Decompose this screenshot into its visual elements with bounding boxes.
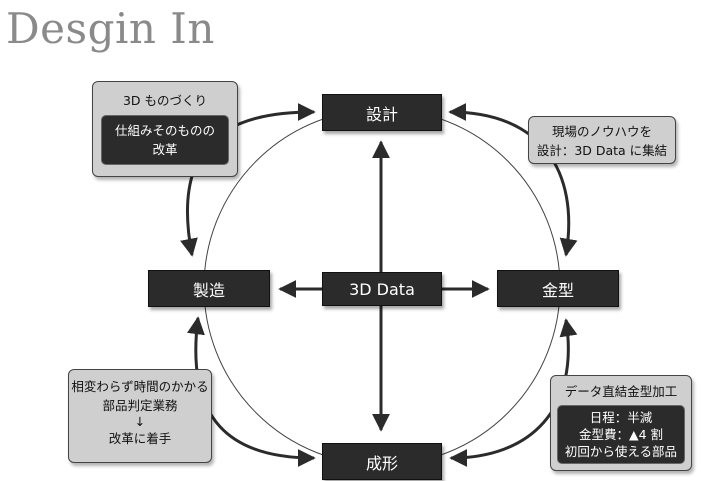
callout-line: 仕組みそのものの: [114, 123, 215, 138]
node-mold: 金型: [497, 270, 619, 307]
callout-line: 金型費：▲4 割: [578, 427, 664, 442]
callout-line: 改革に着手: [108, 431, 172, 446]
callout-inner-box: 仕組みそのものの 改革: [101, 115, 229, 165]
callout-heading: データ直結金型加工: [564, 384, 678, 399]
node-manufacturing: 製造: [148, 270, 270, 307]
callout-parts-judgement: 相変わらず時間のかかる 部品判定業務 ↓ 改革に着手: [68, 369, 212, 463]
node-3d-data: 3D Data: [322, 272, 442, 306]
callout-line: 初回から使える部品: [564, 444, 678, 459]
callout-know-how: 現場のノウハウを 設計：3D Data に集結: [528, 116, 676, 164]
callout-inner-box: 日程：半減 金型費：▲4 割 初回から使える部品: [557, 405, 685, 464]
down-arrow-glyph: ↓: [134, 414, 146, 429]
callout-line: 現場のノウハウを: [551, 124, 652, 139]
page-title: Desgin In: [6, 4, 215, 53]
arrow-bottom-to-left: [187, 316, 316, 467]
callout-direct-mold: データ直結金型加工 日程：半減 金型費：▲4 割 初回から使える部品: [550, 375, 692, 471]
node-molding: 成形: [322, 443, 442, 480]
callout-line: 相変わらず時間のかかる: [71, 379, 209, 394]
arrow-right-to-bottom: [449, 318, 578, 467]
callout-line: 部品判定業務: [102, 398, 178, 413]
callout-line: 設計：3D Data に集結: [536, 143, 668, 158]
callout-line: 改革: [152, 142, 178, 157]
callout-line: 日程：半減: [589, 410, 653, 425]
callout-heading: 3D ものづくり: [122, 93, 208, 108]
node-design: 設計: [322, 94, 442, 131]
callout-3d-monozukuri: 3D ものづくり 仕組みそのものの 改革: [92, 81, 238, 177]
